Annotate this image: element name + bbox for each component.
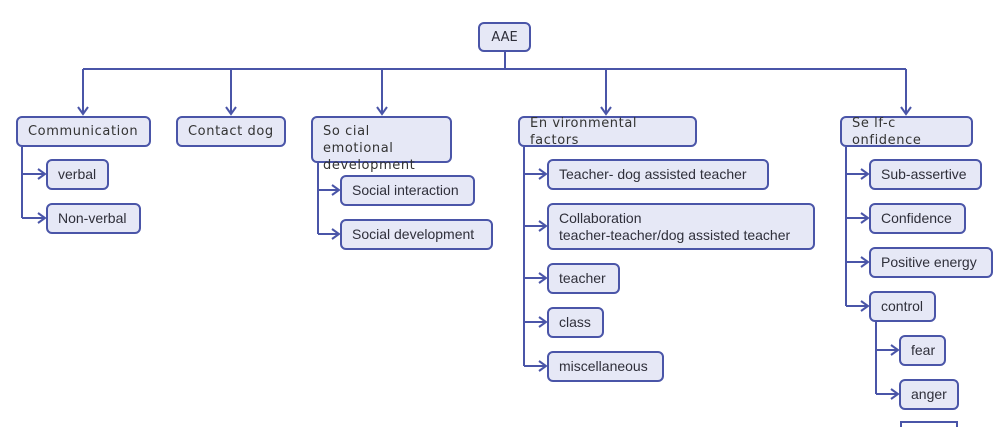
arrowhead-right-icon xyxy=(538,316,548,328)
arrowhead-right-icon xyxy=(331,228,341,240)
arrowhead-down-icon xyxy=(600,106,612,116)
node-fear[interactable]: fear xyxy=(899,335,946,366)
node-anger[interactable]: anger xyxy=(899,379,959,410)
arrowhead-down-icon xyxy=(900,106,912,116)
node-class[interactable]: class xyxy=(547,307,604,338)
node-social-emotional-development[interactable]: So cial emotional development xyxy=(311,116,452,173)
node-sub-assertive[interactable]: Sub-assertive xyxy=(869,159,982,190)
node-miscellaneous[interactable]: miscellaneous xyxy=(547,351,664,382)
node-teacher-dog-assisted-teacher[interactable]: Teacher- dog assisted teacher xyxy=(547,159,769,190)
node-control[interactable]: control xyxy=(869,291,936,322)
node-environmental-factors[interactable]: En vironmental factors xyxy=(518,116,697,148)
node-non-verbal[interactable]: Non-verbal xyxy=(46,203,141,234)
arrowhead-down-icon xyxy=(376,106,388,116)
arrowhead-right-icon xyxy=(860,256,870,268)
partial-node-cropped xyxy=(900,421,958,427)
node-verbal[interactable]: verbal xyxy=(46,159,109,190)
arrowhead-right-icon xyxy=(538,220,548,232)
arrowhead-right-icon xyxy=(538,168,548,180)
node-self-confidence[interactable]: Se lf-c onfidence xyxy=(840,116,973,148)
arrowhead-down-icon xyxy=(225,106,237,116)
node-confidence[interactable]: Confidence xyxy=(869,203,966,234)
node-collaboration[interactable]: Collaboration teacher-teacher/dog assist… xyxy=(547,203,815,250)
arrowhead-down-icon xyxy=(77,106,89,116)
node-positive-energy[interactable]: Positive energy xyxy=(869,247,993,278)
arrowhead-right-icon xyxy=(331,184,341,196)
arrowhead-right-icon xyxy=(538,272,548,284)
arrowhead-right-icon xyxy=(37,212,47,224)
node-communication[interactable]: Communication xyxy=(16,116,151,147)
arrowhead-right-icon xyxy=(860,212,870,224)
arrowhead-right-icon xyxy=(860,168,870,180)
arrowhead-right-icon xyxy=(890,344,900,356)
node-social-interaction[interactable]: Social interaction xyxy=(340,175,475,206)
arrowhead-right-icon xyxy=(37,168,47,180)
arrowhead-right-icon xyxy=(890,388,900,400)
arrowhead-right-icon xyxy=(860,300,870,312)
node-root-aae[interactable]: AAE xyxy=(478,22,531,52)
node-social-development[interactable]: Social development xyxy=(340,219,493,250)
arrowhead-right-icon xyxy=(538,360,548,372)
node-contact-dog[interactable]: Contact dog xyxy=(176,116,286,147)
node-teacher[interactable]: teacher xyxy=(547,263,620,294)
